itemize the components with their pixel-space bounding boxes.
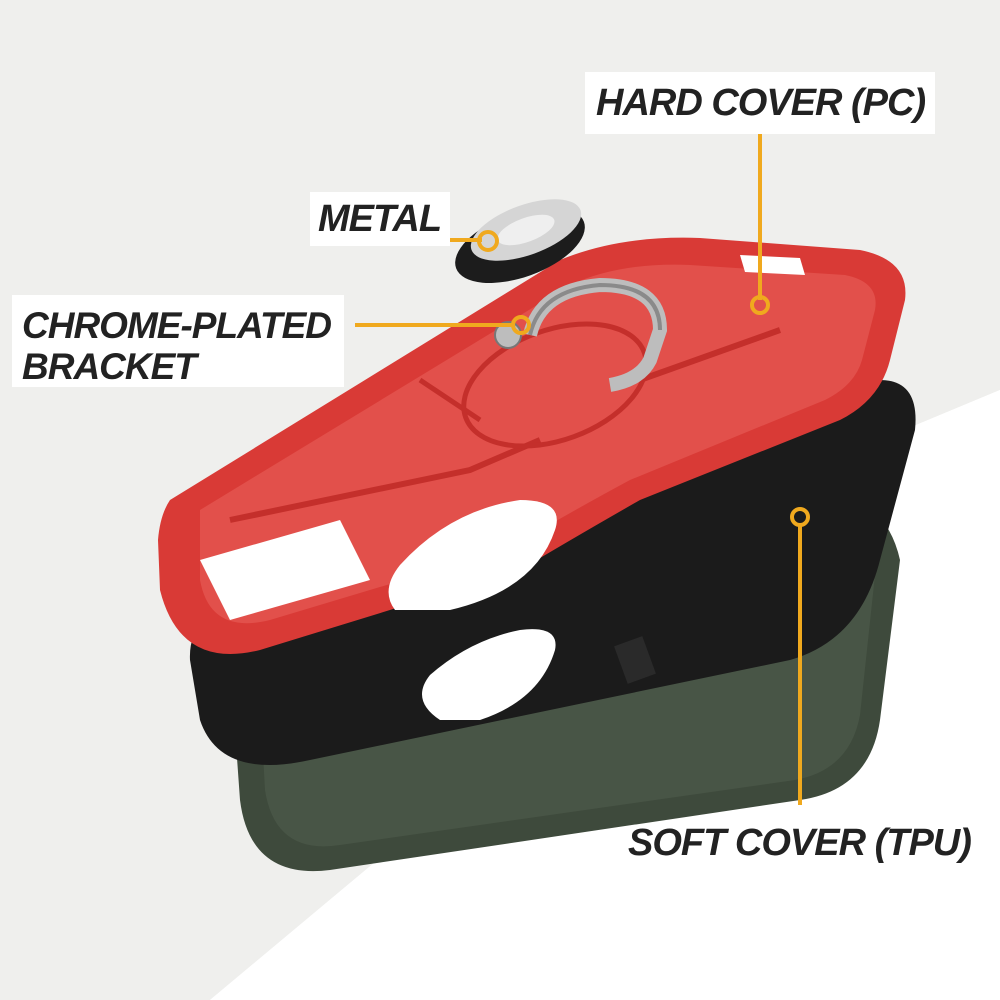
metal-label: METAL [318,198,442,240]
bracket-label-line1: CHROME-PLATED [22,305,332,346]
soft-cover-label: SOFT COVER (TPU) [628,822,972,864]
bracket-label-line2: BRACKET [22,346,197,387]
metal-label-box [310,192,450,246]
bracket-label-box [12,295,344,387]
hard-cover-label: HARD COVER (PC) [596,82,926,124]
hard-cover-label-box [585,72,935,134]
